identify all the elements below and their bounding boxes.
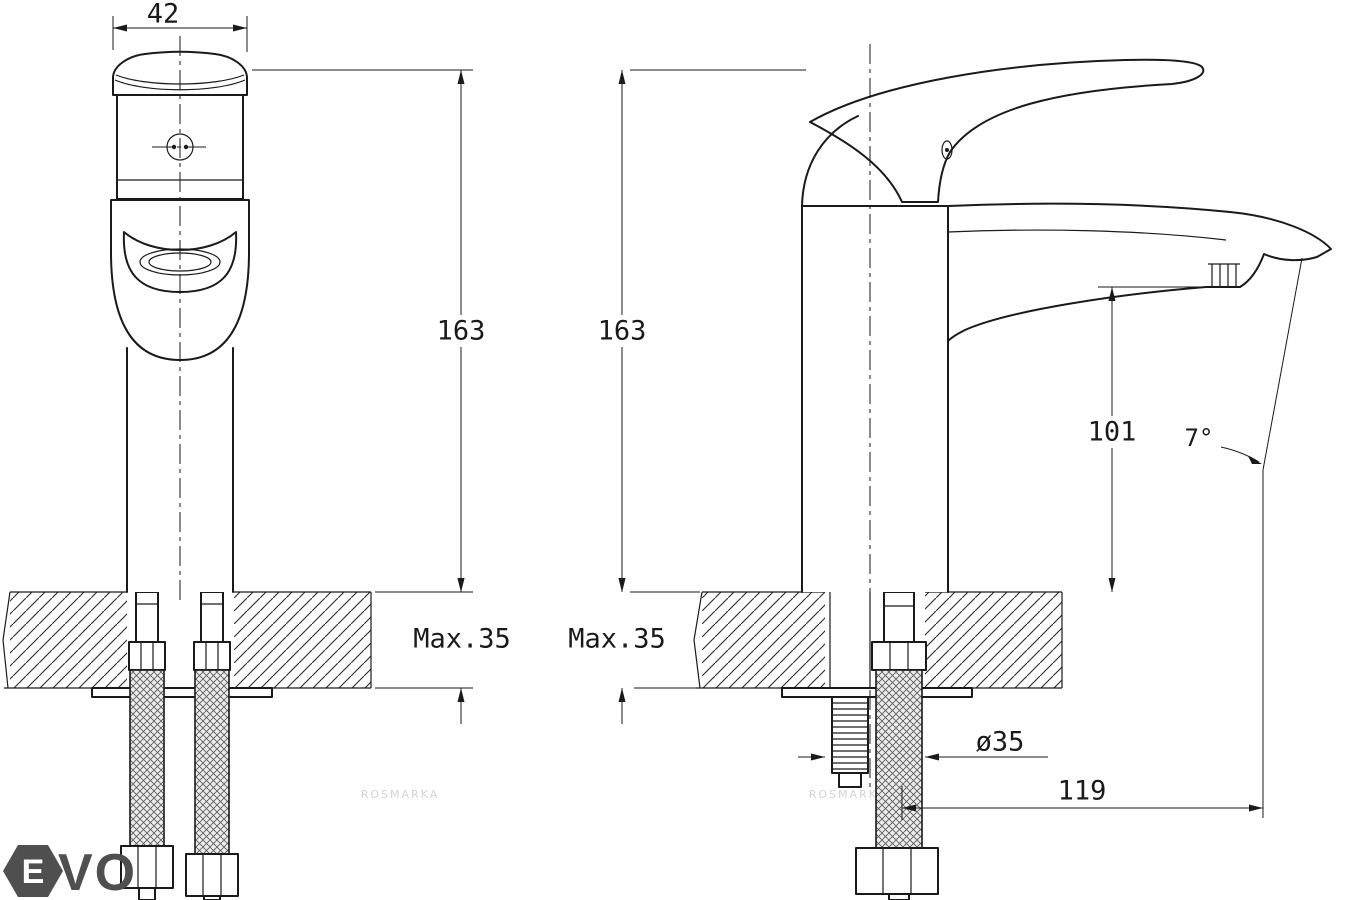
handle-screw [941, 140, 953, 160]
countertop-side [693, 591, 1063, 689]
mounting-shank [829, 592, 871, 688]
flex-hose-right [185, 591, 239, 900]
mounting-flange-front [91, 687, 273, 698]
dim-angle: 7° [1185, 257, 1303, 471]
logo-hexagon [3, 845, 63, 897]
dim-height-front-label: 163 [437, 316, 486, 347]
side-view [693, 44, 1332, 900]
dim-thickness-side: Max.35 [559, 556, 696, 724]
hose-hex-nut [855, 847, 939, 895]
flex-hose-left [120, 591, 174, 900]
dim-spout-height-label: 101 [1088, 417, 1137, 448]
dim-width-top-label: 42 [147, 0, 180, 30]
dim-height-front: 163 [252, 69, 492, 593]
dim-spout-height: 101 [1082, 286, 1200, 592]
hose-hex-nut [185, 853, 239, 897]
handle-lever-side [809, 58, 1205, 203]
dim-height-side-label: 163 [598, 316, 647, 347]
logo-hex-letter: E [22, 853, 45, 891]
handle-base-curve [801, 115, 859, 207]
flex-hose-side [855, 591, 939, 900]
faucet-body-side [802, 206, 948, 592]
dim-thickness-front: Max.35 [375, 556, 520, 724]
dim-angle-label: 7° [1185, 424, 1214, 452]
screw-cover [152, 133, 210, 161]
dim-width-top: 42 [112, 0, 248, 52]
dim-spout-reach: 119 [901, 470, 1264, 820]
dim-hole-diameter: ø35 [798, 727, 1048, 761]
dim-thickness-front-label: Max.35 [413, 624, 511, 655]
watermark-text: ROSMARKA [809, 788, 888, 801]
evo-logo: E VO [3, 844, 137, 900]
logo-text: VO [58, 844, 137, 900]
dim-height-side: 163 [591, 69, 806, 593]
watermark-text: ROSMARKA [361, 788, 440, 801]
threaded-stud [831, 696, 869, 788]
hose-hex-nut [120, 845, 174, 889]
front-view [2, 36, 372, 900]
spout-side [947, 202, 1332, 342]
dimensions: 42 163 Max.35 163 [112, 0, 1303, 820]
dim-thickness-side-label: Max.35 [568, 624, 666, 655]
countertop-front [2, 591, 372, 689]
dim-hole-diameter-label: ø35 [976, 727, 1025, 758]
aerator-side [1208, 263, 1240, 287]
dim-spout-reach-label: 119 [1058, 776, 1107, 807]
